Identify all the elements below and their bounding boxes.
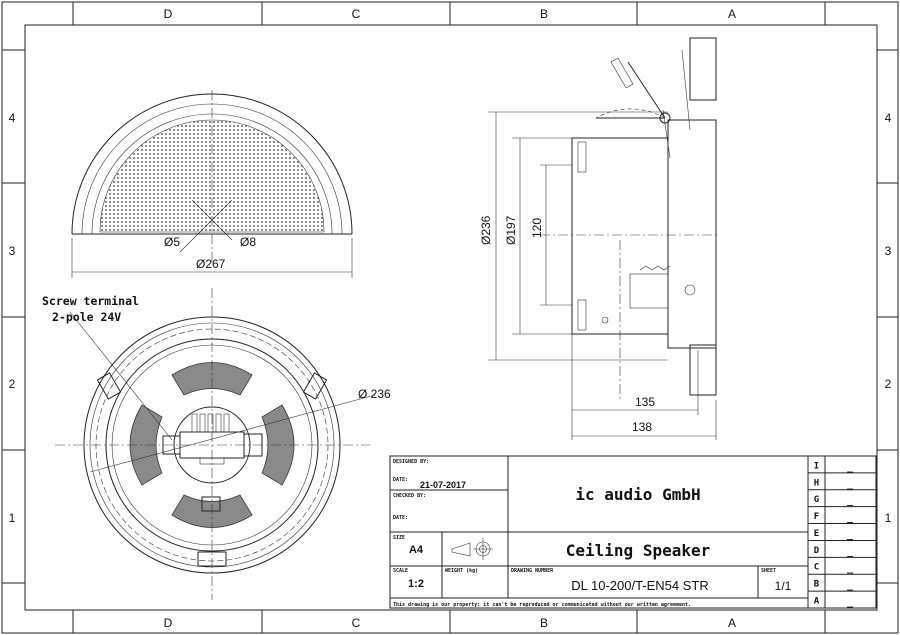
revision-value: _ — [847, 563, 854, 574]
column-label: A — [728, 7, 736, 21]
row-label: 4 — [9, 111, 16, 125]
front-view: Screw terminal 2-pole 24V Ø 236 — [42, 288, 391, 600]
column-label: A — [728, 616, 736, 630]
row-label: 3 — [9, 244, 16, 258]
depth-label-135: 135 — [635, 395, 655, 409]
checked-by-label: CHECKED BY: — [393, 493, 426, 499]
row-label: 2 — [885, 377, 892, 391]
projection-symbol-icon — [451, 538, 493, 560]
revision-value: _ — [847, 513, 854, 524]
outer-diameter-label: Ø236 — [479, 215, 493, 245]
revision-letter: G — [814, 495, 819, 505]
drawing-number: DL 10-200/T-EN54 STR — [571, 578, 709, 593]
row-label: 3 — [885, 244, 892, 258]
revision-letter: D — [814, 546, 820, 556]
row-label: 2 — [9, 377, 16, 391]
hole-diameter-label: Ø5 — [164, 235, 180, 249]
row-label: 4 — [885, 111, 892, 125]
date2-label: DATE: — [393, 515, 408, 521]
revision-value: _ — [847, 462, 854, 473]
designed-by-label: DESIGNED BY: — [393, 459, 429, 465]
revision-letter: C — [814, 563, 819, 573]
top-view: Ø5 Ø8 Ø267 — [71, 90, 353, 278]
sheet-label: SHEET — [761, 568, 776, 574]
revision-value: _ — [847, 529, 854, 540]
revision-letter: I — [814, 461, 819, 471]
date-label: DATE: — [393, 477, 408, 483]
row-label: 1 — [885, 511, 892, 525]
callout-voltage: 2-pole 24V — [52, 310, 121, 324]
weight-label: WEIGHT (kg) — [445, 568, 478, 574]
size-label: SIZE — [393, 535, 405, 541]
drawing-title: Ceiling Speaker — [566, 541, 711, 560]
revision-value: _ — [847, 479, 854, 490]
revision-value: _ — [847, 580, 854, 591]
scale-value: 1:2 — [408, 578, 424, 590]
revision-letter: H — [814, 478, 819, 488]
sheet-value: 1/1 — [775, 579, 792, 593]
side-view: Ø236 Ø197 120 135 138 — [479, 37, 720, 440]
depth-label-138: 138 — [632, 420, 652, 434]
size-value: A4 — [409, 544, 424, 556]
row-label: 1 — [9, 511, 16, 525]
column-label: C — [352, 7, 361, 21]
company-name: ic audio GmbH — [575, 485, 700, 504]
revision-value: _ — [847, 496, 854, 507]
cutout-diameter-label: Ø197 — [504, 215, 518, 245]
height-label: 120 — [530, 218, 544, 238]
callout-screw-terminal: Screw terminal — [42, 294, 139, 308]
column-label: D — [164, 616, 173, 630]
column-label: C — [352, 616, 361, 630]
revision-letter: F — [814, 512, 819, 522]
revision-value: _ — [847, 597, 854, 608]
revision-letter: A — [814, 597, 820, 607]
column-label: B — [540, 7, 548, 21]
column-label: D — [164, 7, 173, 21]
column-label: B — [540, 616, 548, 630]
front-diameter-label: Ø 236 — [358, 387, 391, 401]
title-block: DESIGNED BY: DATE: 21-07-2017 CHECKED BY… — [389, 455, 877, 609]
overall-diameter-label: Ø267 — [196, 257, 226, 271]
scale-label: SCALE — [393, 568, 408, 574]
drawing-number-label: DRAWING NUMBER — [511, 568, 554, 574]
revision-letter: B — [814, 580, 820, 590]
property-notice: This drawing is our property; it can't b… — [393, 602, 691, 608]
date-value: 21-07-2017 — [420, 480, 466, 490]
hole-diameter-label: Ø8 — [240, 235, 256, 249]
revision-letter: E — [814, 529, 819, 539]
revision-value: _ — [847, 546, 854, 557]
